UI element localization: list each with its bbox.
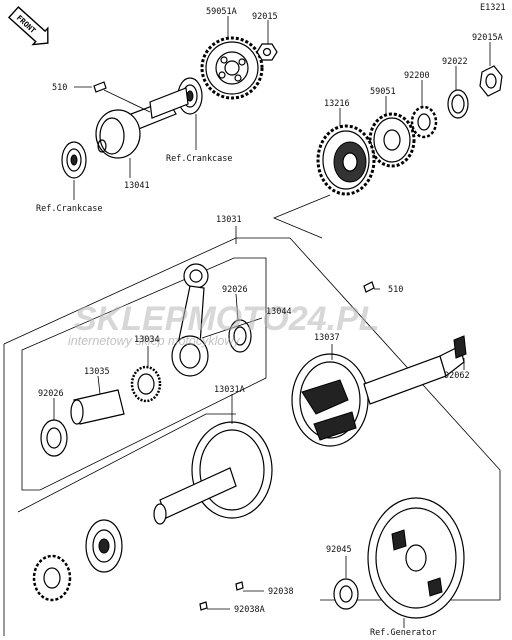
label-92062: 92062 xyxy=(444,371,470,381)
crank-pin-13035 xyxy=(70,389,125,425)
balancer-shaft-13041 xyxy=(95,87,189,159)
label-13216: 13216 xyxy=(324,99,350,109)
watermark-brand: SKLEPMOTO24.PL xyxy=(74,300,379,338)
key-510-top xyxy=(93,81,107,93)
label-92038a: 92038A xyxy=(234,605,265,615)
label-510-top: 510 xyxy=(52,83,67,93)
front-arrow-icon: FRONT xyxy=(7,6,49,46)
label-510-right: 510 xyxy=(388,285,403,295)
label-13037: 13037 xyxy=(314,333,340,343)
key-92038a xyxy=(199,601,208,611)
bearing-left xyxy=(61,141,87,179)
lockwasher-92200 xyxy=(410,105,438,139)
label-13044: 13044 xyxy=(266,307,292,317)
label-92026-left: 92026 xyxy=(38,389,64,399)
label-92038: 92038 xyxy=(268,587,294,597)
nut-92015a xyxy=(479,65,503,97)
label-ref-crankcase-mid: Ref.Crankcase xyxy=(166,154,233,164)
key-510-right xyxy=(363,281,375,293)
label-92015: 92015 xyxy=(252,12,278,22)
label-92045: 92045 xyxy=(326,545,352,555)
assembly-frame xyxy=(3,226,501,636)
generator-rotor xyxy=(367,497,465,619)
label-13034: 13034 xyxy=(134,335,160,345)
gear-lower-left xyxy=(32,554,72,602)
gear-59051a xyxy=(200,36,264,100)
connecting-rod xyxy=(171,263,209,377)
label-13041: 13041 xyxy=(124,181,150,191)
label-59051: 59051 xyxy=(370,87,396,97)
gear-13216 xyxy=(316,124,376,196)
label-13031a: 13031A xyxy=(214,385,245,395)
label-92022: 92022 xyxy=(442,57,468,67)
leader-13216-group xyxy=(272,194,331,239)
flywheel-13037 xyxy=(291,345,465,447)
washer-92026-left xyxy=(40,419,68,457)
watermark-tagline: internetowy sklep motocyklowy xyxy=(68,334,240,348)
gear-59051 xyxy=(368,112,416,168)
label-59051a: 59051A xyxy=(206,7,237,17)
label-13031: 13031 xyxy=(216,215,242,225)
washer-92045 xyxy=(333,578,359,610)
label-13035: 13035 xyxy=(84,367,110,377)
washer-92022 xyxy=(447,89,469,119)
part-92062 xyxy=(453,335,467,359)
label-92200: 92200 xyxy=(404,71,430,81)
nut-92015 xyxy=(256,43,278,61)
washer-92026-top xyxy=(228,319,252,353)
crank-half-13031a xyxy=(153,421,273,525)
label-92015a: 92015A xyxy=(472,33,503,43)
label-ref-generator: Ref.Generator xyxy=(370,628,437,638)
diagram-code: E1321 xyxy=(480,3,506,13)
label-ref-crankcase-left: Ref.Crankcase xyxy=(36,204,103,214)
label-92026-top: 92026 xyxy=(222,285,248,295)
bearing-lower xyxy=(85,519,123,573)
needle-bearing-13034 xyxy=(130,365,162,403)
key-92038 xyxy=(235,581,244,591)
leader-lines xyxy=(53,16,491,628)
